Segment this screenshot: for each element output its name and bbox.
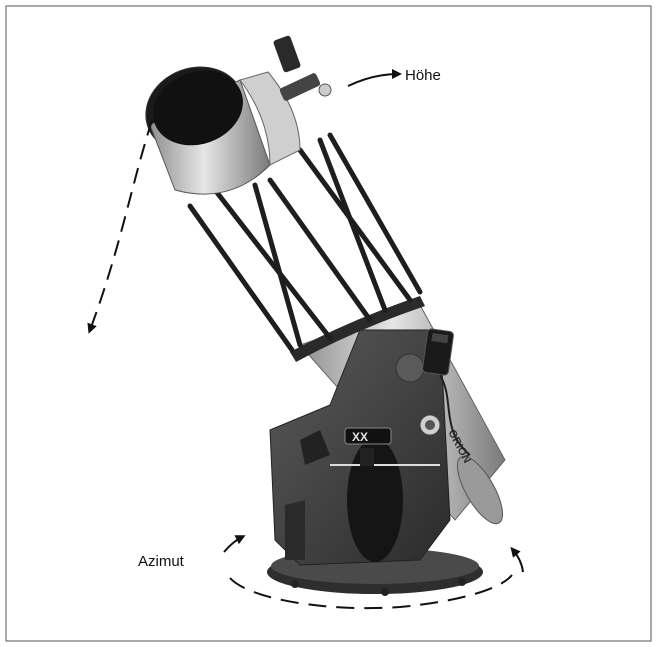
truss-poles	[187, 132, 423, 353]
azimuth-arc	[229, 574, 513, 610]
azimuth-arrow-right	[510, 546, 524, 573]
rocker-box	[269, 329, 451, 566]
altitude-pointer-arrow	[347, 69, 402, 87]
eyepiece	[273, 35, 301, 73]
azimuth-label: Azimut	[138, 553, 185, 570]
xx-logo-text: XX	[352, 430, 368, 444]
lower-truss-ring	[290, 296, 425, 362]
outer-frame	[5, 5, 652, 642]
xx-logo-plate	[344, 427, 392, 445]
focuser	[279, 73, 321, 101]
azimuth-arrow-left	[223, 535, 246, 553]
altitude-arc-arrow	[87, 119, 153, 334]
telescope-illustration: XX ORION	[145, 35, 506, 596]
altitude-label: Höhe	[405, 67, 441, 84]
rocker-cutout	[347, 438, 403, 562]
